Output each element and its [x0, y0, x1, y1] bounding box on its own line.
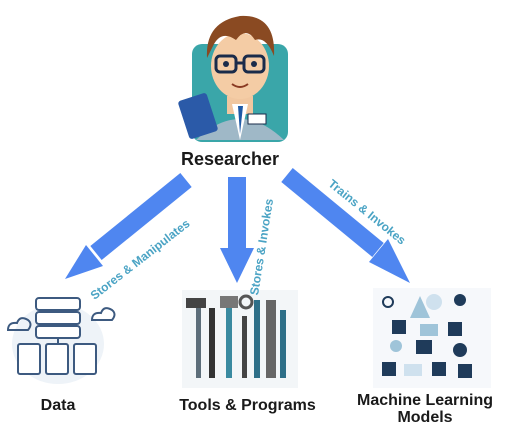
arrow-researcher-to-ml [281, 168, 410, 283]
data-icon [6, 297, 116, 384]
arrow-researcher-to-data [65, 173, 192, 279]
researcher-avatar [178, 15, 288, 142]
tools-icon [182, 290, 298, 388]
arrow-researcher-to-tools [220, 177, 254, 283]
node-label-researcher: Researcher [180, 149, 280, 169]
node-label-tools: Tools & Programs [179, 397, 316, 414]
node-label-ml: Machine Learning Models [356, 392, 494, 426]
ml-icon [373, 288, 491, 388]
node-label-data: Data [40, 397, 76, 414]
